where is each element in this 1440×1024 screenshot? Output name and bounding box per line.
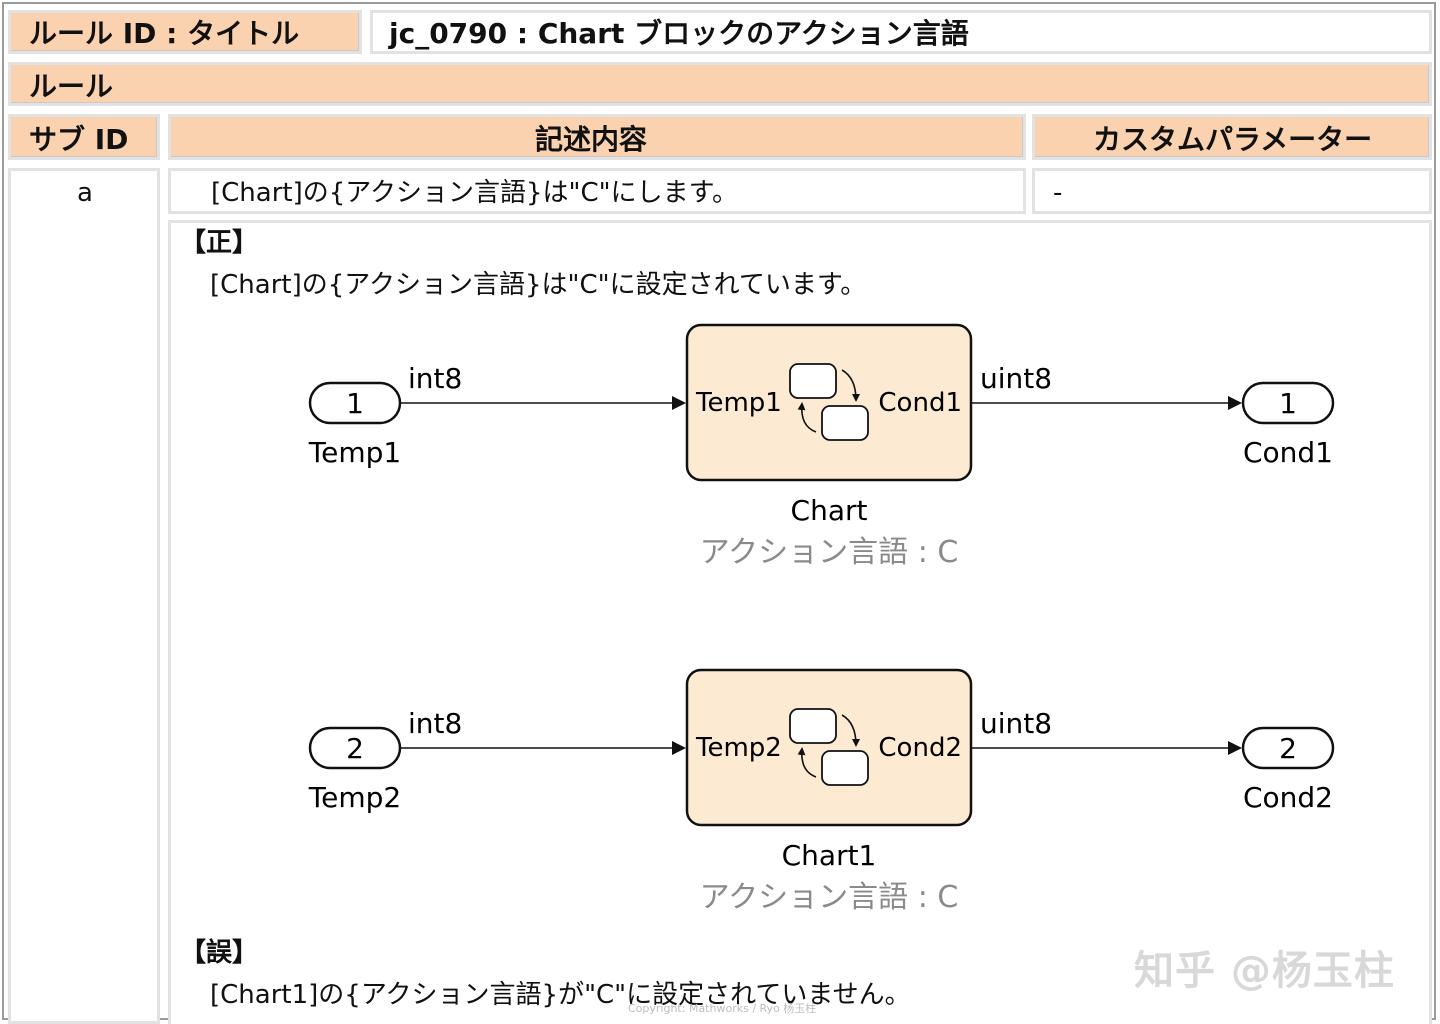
row-custom-param: - [1053,178,1063,208]
row-description: [Chart]の{アクション言語}は"C"にします。 [211,178,738,208]
correct-text: [Chart]の{アクション言語}は"C"に設定されています。 [210,270,867,300]
row-custom-param-cell: - [1032,168,1432,214]
chart-name: Chart1 [782,839,877,872]
rule-id-label-cell: ルール ID : タイトル [8,10,362,54]
inport-name: Temp1 [308,436,401,469]
chart-output-port-label: Cond1 [878,388,962,418]
copyright-note: Copyright: Mathworks / Ryo 杨玉柱 [628,1002,817,1015]
incorrect-heading: 【誤】 [180,938,259,968]
inport-number: 1 [346,387,364,420]
diagram-incorrect: 2 Temp2 int8 Temp2 Cond2 Chart1 アクション言語 … [308,668,1335,915]
stateflow-icon [789,363,869,441]
inport-name: Temp2 [308,781,401,814]
rule-section-title: ルール [29,70,114,103]
col-header-custom-param-label: カスタムパラメーター [1093,123,1373,156]
rule-title: jc_0790 : Chart ブロックのアクション言語 [389,17,969,50]
chart-name: Chart [791,494,868,527]
col-header-sub-id: サブ ID [8,114,160,160]
row-sub-id-cell: a [8,168,160,1024]
outport-block[interactable] [1241,381,1335,425]
col-header-description-label: 記述内容 [535,123,648,156]
col-header-custom-param: カスタムパラメーター [1032,114,1432,160]
chart-action-language: アクション言語 : C [700,880,959,915]
outport-block[interactable] [1241,726,1335,770]
incorrect-text: [Chart1]の{アクション言語}が"C"に設定されていません。 [210,980,911,1010]
rule-title-cell: jc_0790 : Chart ブロックのアクション言語 [370,10,1432,54]
inport-number: 2 [346,732,364,765]
input-signal-type: int8 [408,707,462,740]
row-sub-id: a [77,178,93,208]
chart-input-port-label: Temp2 [695,733,782,763]
col-header-description: 記述内容 [168,114,1026,160]
outport-name: Cond2 [1243,781,1333,814]
outport-name: Cond1 [1243,436,1333,469]
output-signal-type: uint8 [980,707,1052,740]
col-header-sub-id-label: サブ ID [29,123,129,156]
correct-heading: 【正】 [180,228,259,258]
rule-section-header: ルール [8,62,1432,106]
outport-number: 1 [1279,387,1297,420]
input-signal-type: int8 [408,362,462,395]
output-signal-type: uint8 [980,362,1052,395]
diagram-correct: 1 Temp1 int8 Temp1 Cond1 Chart アクション言語 :… [308,323,1335,570]
outport-number: 2 [1279,732,1297,765]
rule-id-label: ルール ID : タイトル [29,17,300,50]
watermark: 知乎 @杨玉柱 [1134,948,1395,994]
stateflow-icon [789,708,869,786]
row-description-cell: [Chart]の{アクション言語}は"C"にします。 [168,168,1026,214]
chart-action-language: アクション言語 : C [700,535,959,570]
chart-output-port-label: Cond2 [878,733,962,763]
chart-input-port-label: Temp1 [695,388,782,418]
